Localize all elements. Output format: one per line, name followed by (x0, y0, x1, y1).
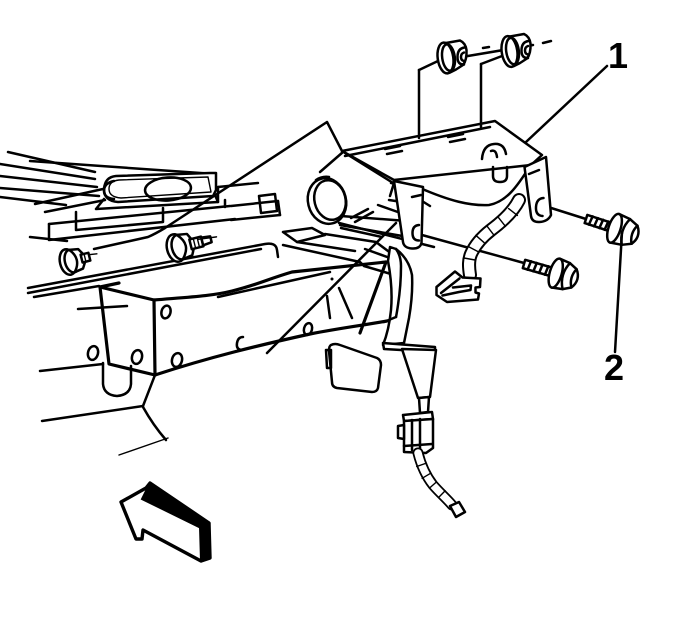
svg-text:1: 1 (608, 35, 628, 76)
svg-text:2: 2 (604, 347, 624, 388)
